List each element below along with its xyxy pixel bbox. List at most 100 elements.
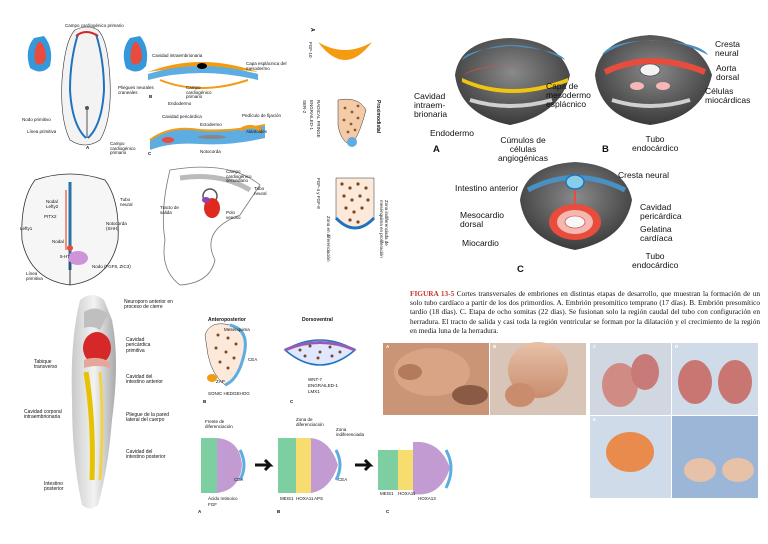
heart-tube-section-c xyxy=(520,162,632,250)
photo-hand-e xyxy=(590,416,671,498)
label-cavidad-pericardica: Cavidad pericárdica xyxy=(640,202,682,221)
letter-c1: C xyxy=(148,151,152,156)
label-linea-primitiva: Línea primitiva xyxy=(27,129,57,134)
label-tubo-endocardico-c: Tubo endocárdico xyxy=(632,251,679,270)
label-fgf4-fgf8: FGF-4 y FGF-8 xyxy=(316,178,321,209)
label-campo-primario: Campo cardiogénico primario xyxy=(65,23,124,28)
label-nodo-fgf8: Nodo (FGF8, ZIC3) xyxy=(92,264,131,269)
limb-signaling-strip xyxy=(318,42,376,230)
label-lefty1: Lefty1 xyxy=(20,226,33,231)
label-linea-primitiva-d: Línea primitiva xyxy=(26,271,43,281)
photo-letter-b: B xyxy=(493,344,497,349)
longitudinal-section-c1 xyxy=(149,124,266,150)
photo-infant-b xyxy=(490,342,586,415)
label-hoxa13: HOXA13 xyxy=(418,496,436,501)
heart-tube-section-b xyxy=(595,35,712,125)
letter-i-b: B xyxy=(203,399,207,404)
label-cavidad-intestino-post: Cavidad del intestino posterior xyxy=(126,449,166,461)
label-wnt7: WNT-7 xyxy=(308,377,322,382)
label-campo-secundario: Campo cardiogénico secundario xyxy=(226,169,252,184)
label-frente-diferenciacion: Frente de diferenciación xyxy=(205,419,233,429)
letter-j-c: C xyxy=(386,509,390,514)
label-tubo-endocardico: Tubo endocárdico xyxy=(632,134,679,153)
photo-feet-f xyxy=(672,416,758,498)
label-zona-indiferenciada: Zona indiferenciada de mesénquima en pro… xyxy=(379,200,389,258)
label-zona-diferenciacion: Zona en diferenciación xyxy=(326,216,331,262)
label-fgf10: FGF-10 xyxy=(308,42,313,58)
label-cresta-neural-c: Cresta neural xyxy=(618,170,670,180)
letter-a1: A xyxy=(86,145,90,150)
label-pliegues-neurales: Pliegues neurales craneales xyxy=(118,85,154,95)
label-aps: APS xyxy=(314,496,324,501)
embryo-body-diagram xyxy=(71,295,116,509)
letter-g-c: C xyxy=(517,264,524,275)
label-cavidad-pericardica-c: Cavidad pericárdica xyxy=(162,114,202,119)
label-anteroposterior: Anteroposterior xyxy=(208,317,246,323)
label-cavidad-intestino-ant: Cavidad del intestino anterior xyxy=(126,374,163,386)
limb-axes-diagram xyxy=(204,323,357,387)
label-proximodistal: Proximodistal xyxy=(375,100,381,134)
label-zap: ZAP xyxy=(216,379,225,384)
label-cavidad-pericardica-h: Cavidad pericárdica primitiva xyxy=(126,337,151,354)
label-cea-j: CEA xyxy=(234,477,244,482)
label-tubo-neural-e: Tubo neural xyxy=(254,186,267,196)
letter-j-b: B xyxy=(277,509,281,514)
embryo-outline-diagram xyxy=(162,166,261,286)
cross-section-b1 xyxy=(148,62,258,89)
letter-g-b: B xyxy=(602,144,609,155)
label-cavidad-intraem: Cavidad intraem-brionaria xyxy=(414,91,448,119)
label-engrailed1: ENGRAILED-1 xyxy=(309,100,314,131)
label-campo-primario-b: Campo cardiogénico primario xyxy=(186,85,212,100)
label-polo-venoso: Polo venoso xyxy=(226,210,241,220)
label-intestino-posterior: Intestino posterior xyxy=(44,481,64,493)
label-lmx1: LMX1 xyxy=(308,389,320,394)
label-ectodermo: Ectodermo xyxy=(200,122,222,127)
figure-number: FIGURA 13-5 xyxy=(410,289,455,298)
letter-g-a: A xyxy=(433,144,440,155)
label-cea-i: CEA xyxy=(248,357,258,362)
label-campo-primario-c: Campo cardiogénico primario xyxy=(110,141,136,156)
label-endodermo-b: Endodermo xyxy=(168,101,192,106)
caption-text: Cortes transversales de embriones en dis… xyxy=(410,289,760,335)
label-hoxa11-c: HOXA11 xyxy=(398,491,416,496)
label-meis1: MEIS1 xyxy=(280,496,294,501)
label-celulas-miocardicas: Células miocárdicas xyxy=(705,86,751,105)
letter-i-c: C xyxy=(290,399,294,404)
photo-letter-e: E xyxy=(593,417,597,422)
label-capa-mesodermo: Capa de mesodermo esplácnico xyxy=(546,81,591,109)
label-cresta-neural: Cresta neural xyxy=(715,39,741,58)
label-mesenquima: Mesénquima xyxy=(224,327,250,332)
label-aorta-dorsal: Aorta dorsal xyxy=(716,63,740,82)
label-cumulos: Cúmulos de células angiogénicas xyxy=(497,135,549,163)
photo-newborn-a xyxy=(383,343,489,415)
label-dorsoventral: Dorsoventral xyxy=(302,317,333,323)
letter-b1: B xyxy=(149,94,153,99)
label-pitx2: PITX2 xyxy=(44,214,57,219)
limb-progression-diagram xyxy=(201,438,453,495)
label-sonic-hedgehog: SONIC HEDGEHOG xyxy=(208,391,250,396)
label-tabique-transverso: Tabique transverso xyxy=(34,359,58,371)
heart-tube-section-a xyxy=(455,38,570,125)
label-nodo-primitivo: Nodo primitivo xyxy=(22,117,51,122)
photo-letter-a: A xyxy=(386,344,390,349)
photo-hands-d xyxy=(672,343,758,415)
label-tubo-neural-d: Tubo neural xyxy=(120,197,133,207)
label-notocorda-c: Notocorda xyxy=(200,149,221,154)
label-miocardio: Miocardio xyxy=(462,238,499,248)
label-radical-fringe: RADICAL FRINGE xyxy=(316,100,321,138)
photo-hand-c xyxy=(590,343,671,415)
label-ser2: SER-2 xyxy=(302,100,307,114)
letter-j-a: A xyxy=(198,509,202,514)
label-capa-esplacnica: Capa esplácnica del mesodermo xyxy=(246,61,287,71)
label-5ht: 5-HT xyxy=(60,254,70,259)
label-gelatina: Gelatina cardíaca xyxy=(640,224,673,243)
label-zona-dif-j: Zona de diferenciación xyxy=(296,417,324,427)
figure-caption: FIGURA 13-5 Cortes transversales de embr… xyxy=(410,289,760,335)
label-endodermo-g: Endodermo xyxy=(430,128,474,138)
embryonic-disc-diagram xyxy=(27,26,148,146)
label-nodal: Nodal xyxy=(52,239,64,244)
label-pediculo: Pedículo de fijación xyxy=(242,113,282,118)
label-cavidad-corporal: Cavidad corporal intraembrionaria xyxy=(24,409,62,421)
label-tracto-salida: Tracto de salida xyxy=(160,205,179,215)
